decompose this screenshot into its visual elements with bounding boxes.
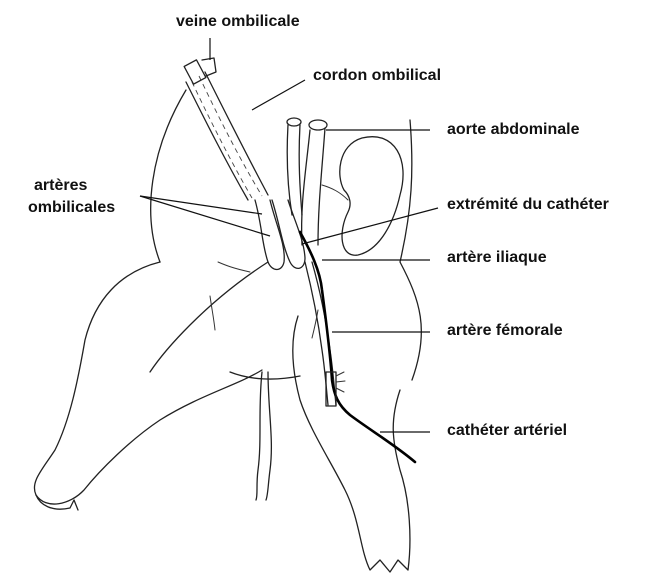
label-catheter-tip: extrémité du cathéter bbox=[447, 195, 609, 214]
iliac-branch-left bbox=[150, 262, 268, 372]
femoral-subbranch bbox=[312, 310, 318, 338]
label-umbilical-vein: veine ombilicale bbox=[176, 12, 300, 31]
renal-vessel bbox=[322, 185, 348, 200]
leader-umbilical-cord bbox=[252, 80, 305, 110]
left-paw bbox=[36, 495, 78, 510]
leader-arteries-2 bbox=[140, 196, 270, 236]
vena-cava bbox=[287, 125, 302, 215]
leader-arteries-1 bbox=[140, 196, 262, 214]
label-arterial-catheter: cathéter artériel bbox=[447, 421, 567, 440]
iliac-subbranch bbox=[218, 262, 250, 272]
catheter-tie bbox=[336, 372, 345, 392]
tail bbox=[256, 372, 271, 500]
umbilical-vein-stub bbox=[184, 60, 206, 84]
body-outline bbox=[151, 90, 422, 380]
cord-inner-vessel-1 bbox=[192, 82, 252, 198]
label-umbilical-arteries-line2: ombilicales bbox=[28, 198, 115, 217]
iliac-subbranch-2 bbox=[210, 296, 215, 330]
kidney bbox=[340, 137, 403, 256]
cord-inner-vessel-2 bbox=[199, 76, 262, 196]
aorta-opening bbox=[309, 120, 327, 130]
abdomen-curve bbox=[230, 372, 300, 379]
label-femoral-artery: artère fémorale bbox=[447, 321, 563, 340]
label-iliac-artery: artère iliaque bbox=[447, 248, 547, 267]
leader-catheter-tip bbox=[302, 208, 438, 244]
aorta bbox=[302, 128, 325, 245]
left-hind-limb bbox=[34, 262, 262, 504]
catheter bbox=[300, 232, 415, 462]
vena-cava-opening bbox=[287, 118, 301, 126]
label-abdominal-aorta: aorte abdominale bbox=[447, 120, 579, 139]
umbilical-artery-left bbox=[255, 200, 284, 270]
label-umbilical-arteries-line1: artères bbox=[34, 176, 87, 195]
label-umbilical-cord: cordon ombilical bbox=[313, 66, 441, 85]
umbilical-cord bbox=[186, 72, 268, 200]
